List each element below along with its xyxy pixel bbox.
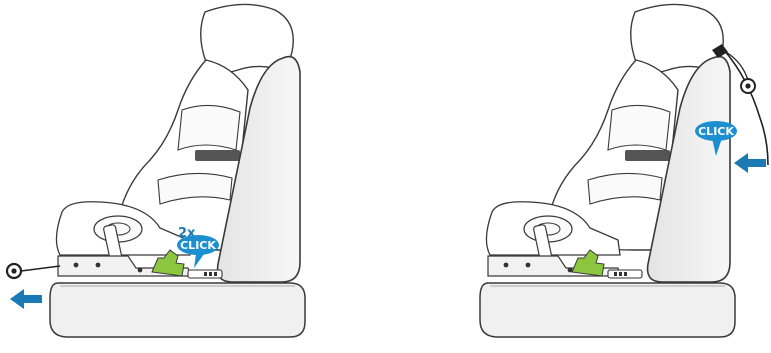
vehicle-seat-cushion [480, 283, 735, 337]
shell-side-wing [178, 105, 240, 150]
direction-arrow-left [734, 153, 766, 173]
rail-rivet [138, 268, 143, 273]
release-cable [21, 266, 60, 271]
click-callout-tail [194, 254, 204, 268]
direction-arrow-left [10, 289, 42, 309]
rail-rivet [504, 263, 509, 268]
rail-rivet [96, 263, 101, 268]
left-panel: 2x CLICK [7, 4, 305, 337]
click-callout-label: CLICK [180, 239, 216, 252]
rail-rivet [74, 263, 79, 268]
pull-ring-inner [11, 268, 16, 273]
right-panel: CLICK [480, 4, 768, 337]
harness-strap [625, 150, 670, 161]
harness-strap [195, 150, 240, 161]
locking-dots [204, 272, 217, 276]
click-callout-label: CLICK [698, 125, 734, 138]
tether-tensioner-inner [745, 83, 750, 88]
shell-side-wing [608, 105, 670, 150]
locking-dots [614, 272, 627, 276]
rail-rivet [526, 263, 531, 268]
vehicle-seat-cushion [50, 283, 305, 337]
